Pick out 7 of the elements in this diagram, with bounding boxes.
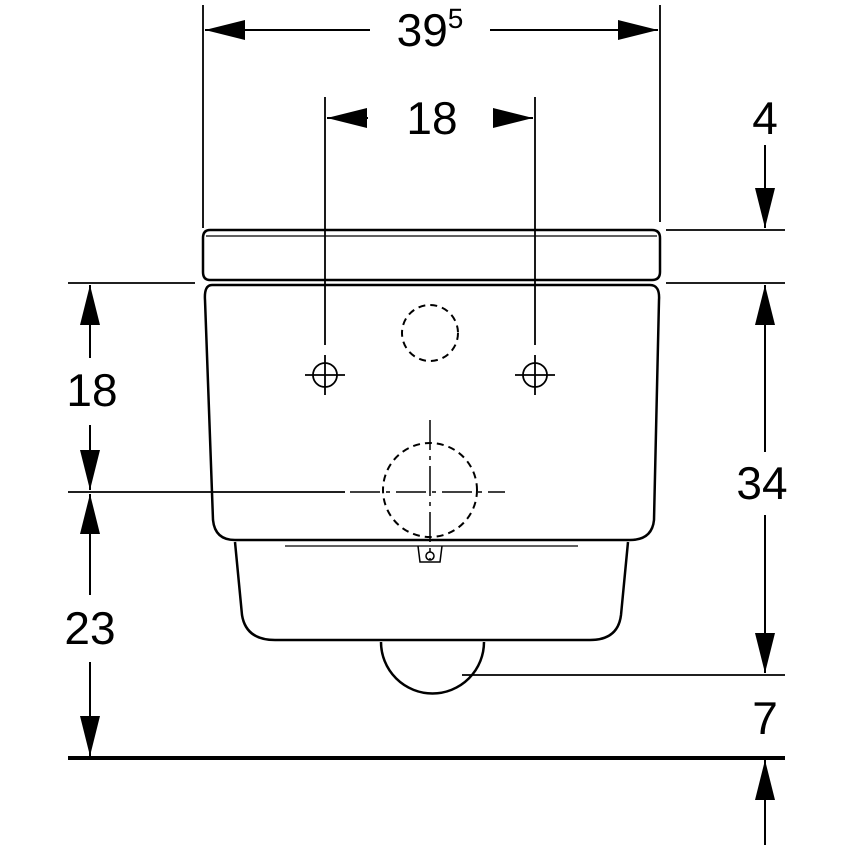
dimension-value: 7 — [752, 695, 778, 741]
dimension-value: 34 — [736, 460, 788, 506]
dimension-value: 39$^{5}$ — [396, 7, 464, 53]
dimension-value: 23 — [64, 605, 116, 651]
dimension-value: 4 — [752, 95, 778, 141]
dimension-value: 18 — [406, 95, 458, 141]
dimension-value: 18 — [66, 367, 118, 413]
